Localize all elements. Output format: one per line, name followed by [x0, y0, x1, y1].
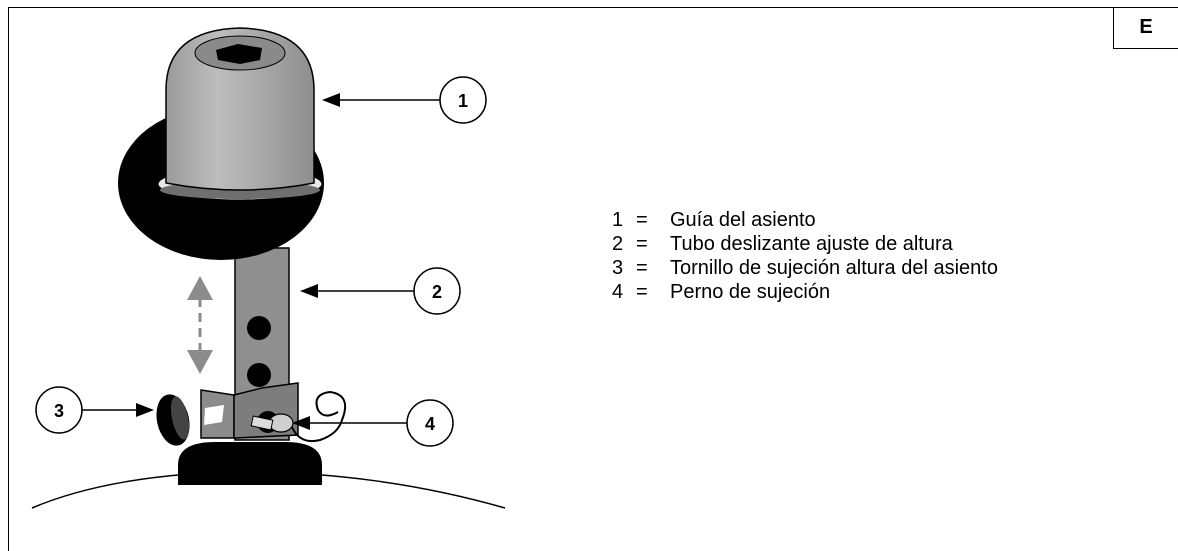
callout-2-circle [413, 267, 461, 315]
legend-number: 3 [612, 257, 624, 279]
seat-guide-square-socket [216, 44, 262, 64]
legend-equals: = [636, 233, 648, 255]
legend-equals: = [636, 209, 648, 231]
legend-text: Perno de sujeción [670, 281, 831, 303]
callout-2-number: 2 [432, 282, 442, 302]
base-block [178, 442, 322, 485]
legend-equals: = [636, 281, 648, 303]
callout-3-arrowhead [136, 403, 154, 417]
pin-shaft [250, 415, 274, 431]
tube-hole-upper [247, 316, 271, 340]
callout-3-number: 3 [54, 401, 64, 421]
legend-number: 2 [612, 233, 624, 255]
clamp-knob-face [170, 396, 190, 440]
height-adjust-arrowhead-up [187, 276, 213, 300]
legend-text: Guía del asiento [670, 209, 816, 231]
legend-equals: = [636, 257, 648, 279]
figure-label-badge: E [1113, 7, 1178, 49]
legend-number: 1 [612, 209, 624, 231]
legend-item: 3 = Tornillo de sujeción altura del asient… [612, 256, 998, 280]
callout-1-circle [439, 76, 487, 124]
callout-4-arrowhead [292, 416, 310, 430]
legend-text: Tornillo de sujeción altura del asiento [670, 257, 998, 279]
callout-4-number: 4 [425, 414, 435, 434]
callout-1-number: 1 [458, 91, 468, 111]
legend-item: 1 = Guía del asiento [612, 208, 998, 232]
tube-hole-lower [247, 363, 271, 387]
callout-4-circle [406, 399, 454, 447]
pin-lanyard [291, 390, 346, 443]
seat-guide-cap [165, 27, 315, 191]
height-adjust-arrowhead-down [187, 350, 213, 374]
callout-3-circle [35, 386, 83, 434]
legend-text: Tubo deslizante ajuste de altura [670, 233, 953, 255]
callout-1-arrowhead [322, 93, 340, 107]
legend-item: 2 = Tubo deslizante ajuste de altura [612, 232, 998, 256]
legend-number: 4 [612, 281, 624, 303]
clamp-screw-shaft [204, 405, 224, 425]
figure-frame [8, 7, 1178, 551]
legend-item: 4 = Perno de sujeción [612, 280, 998, 304]
parts-legend: 1 = Guía del asiento 2 = Tubo deslizante aju… [612, 208, 998, 304]
callout-2-arrowhead [300, 284, 318, 298]
